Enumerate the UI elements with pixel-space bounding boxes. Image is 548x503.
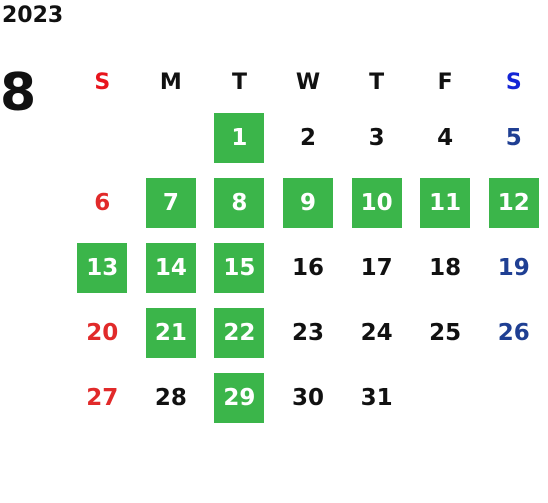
calendar-day-cell — [68, 105, 137, 170]
calendar-month: 8 — [0, 63, 37, 123]
calendar-day-cell: 14 — [137, 235, 206, 300]
calendar-day-cell: 31 — [342, 365, 411, 430]
calendar-day: 2 — [300, 124, 317, 151]
calendar-day-cell: 27 — [68, 365, 137, 430]
calendar-day-cell: 4 — [411, 105, 480, 170]
calendar-day-highlighted: 10 — [351, 177, 402, 228]
calendar-day-cell: 21 — [137, 300, 206, 365]
calendar-day-highlighted: 13 — [77, 242, 128, 293]
weekday-header-thursday: T — [369, 70, 385, 95]
calendar-day — [489, 373, 539, 423]
calendar-day-cell: 26 — [479, 300, 548, 365]
calendar-day-cell: 7 — [137, 170, 206, 235]
calendar-day-cell: 12 — [479, 170, 548, 235]
calendar-day-highlighted: 29 — [214, 372, 265, 423]
calendar-day-cell: 20 — [68, 300, 137, 365]
calendar-day-cell: 9 — [274, 170, 343, 235]
calendar-day-highlighted: 8 — [214, 177, 265, 228]
calendar-day: 25 — [429, 319, 462, 346]
calendar-day-highlighted: 1 — [214, 112, 265, 163]
weekday-header-monday: M — [159, 70, 182, 95]
calendar-day: 23 — [292, 319, 325, 346]
weekday-header-friday: F — [437, 70, 453, 95]
calendar-day-cell: 6 — [68, 170, 137, 235]
calendar-day-cell: 29 — [205, 365, 274, 430]
weekday-header-tuesday: T — [231, 70, 247, 95]
calendar-day: 5 — [505, 124, 522, 151]
calendar-day-cell: 1 — [205, 105, 274, 170]
calendar-day-cell — [411, 365, 480, 430]
calendar-day-cell: 13 — [68, 235, 137, 300]
weekday-header-row: S M T W T F S — [68, 60, 548, 105]
calendar-day-cell: 10 — [342, 170, 411, 235]
calendar-day: 24 — [360, 319, 393, 346]
calendar-day: 31 — [360, 384, 393, 411]
calendar-day-highlighted: 21 — [145, 307, 196, 358]
calendar-day-cell: 16 — [274, 235, 343, 300]
calendar-day-highlighted: 15 — [214, 242, 265, 293]
calendar-day-cell: 24 — [342, 300, 411, 365]
calendar-day — [420, 373, 470, 423]
calendar-day: 17 — [360, 254, 393, 281]
calendar-day-cell: 19 — [479, 235, 548, 300]
calendar-day: 30 — [292, 384, 325, 411]
calendar-day-cell: 11 — [411, 170, 480, 235]
calendar-day-cell: 15 — [205, 235, 274, 300]
calendar-day-cell: 22 — [205, 300, 274, 365]
calendar-day: 28 — [154, 384, 187, 411]
calendar-week-row: 20 21 22 23 24 25 26 — [68, 300, 548, 365]
calendar-day — [77, 113, 127, 163]
calendar-day-cell — [479, 365, 548, 430]
calendar-day: 18 — [429, 254, 462, 281]
calendar-day-highlighted: 11 — [420, 177, 471, 228]
calendar-day-cell: 5 — [479, 105, 548, 170]
calendar-day-highlighted: 7 — [145, 177, 196, 228]
calendar-day-highlighted: 22 — [214, 307, 265, 358]
calendar-day-highlighted: 12 — [488, 177, 539, 228]
calendar-day-highlighted: 9 — [283, 177, 334, 228]
calendar-day-cell: 8 — [205, 170, 274, 235]
calendar-day-cell: 23 — [274, 300, 343, 365]
calendar-day-cell: 30 — [274, 365, 343, 430]
calendar-day: 19 — [497, 254, 530, 281]
calendar-day: 27 — [86, 384, 119, 411]
calendar-week-row: 1 2 3 4 5 — [68, 105, 548, 170]
calendar-day: 26 — [497, 319, 530, 346]
calendar-day: 16 — [292, 254, 325, 281]
calendar-day: 20 — [86, 319, 119, 346]
weekday-header-wednesday: W — [295, 70, 321, 95]
calendar-day-cell: 2 — [274, 105, 343, 170]
calendar-day-cell — [137, 105, 206, 170]
calendar-week-row: 27 28 29 30 31 — [68, 365, 548, 430]
calendar-day-cell: 17 — [342, 235, 411, 300]
calendar-day-cell: 25 — [411, 300, 480, 365]
calendar-day-cell: 3 — [342, 105, 411, 170]
weekday-header-saturday: S — [505, 70, 522, 95]
calendar-day: 6 — [94, 189, 111, 216]
calendar-week-row: 13 14 15 16 17 18 19 — [68, 235, 548, 300]
calendar-day-cell: 18 — [411, 235, 480, 300]
calendar-day: 3 — [368, 124, 385, 151]
calendar-day-cell: 28 — [137, 365, 206, 430]
calendar-day: 4 — [437, 124, 454, 151]
calendar-year: 2023 — [2, 3, 64, 28]
weekday-header-sunday: S — [94, 70, 111, 95]
calendar-day-highlighted: 14 — [145, 242, 196, 293]
calendar-day — [146, 113, 196, 163]
